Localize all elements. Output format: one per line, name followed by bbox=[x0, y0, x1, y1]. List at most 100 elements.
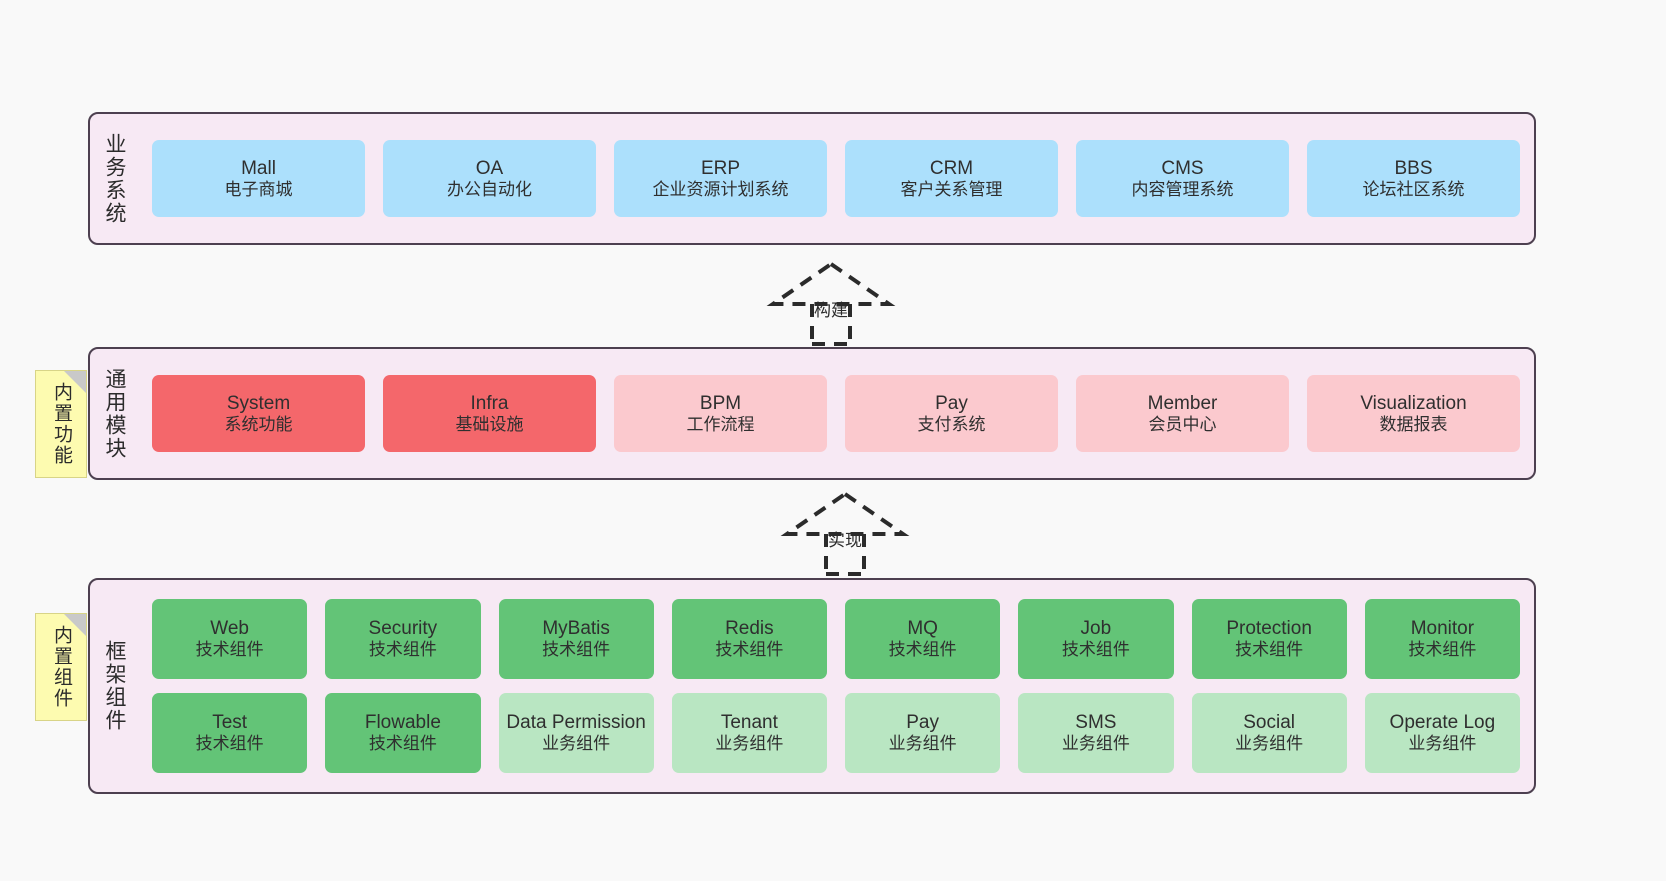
framework-card-monitor[interactable]: Monitor 技术组件 bbox=[1364, 599, 1520, 679]
module-card-infra[interactable]: Infra 基础设施 bbox=[383, 375, 596, 452]
card-name: Infra bbox=[470, 392, 509, 414]
layer-framework-title: 框架组件 bbox=[103, 640, 127, 732]
card-desc: 工作流程 bbox=[686, 414, 755, 434]
framework-card-mq[interactable]: MQ 技术组件 bbox=[845, 599, 1001, 679]
card-name: Mall bbox=[241, 157, 276, 179]
card-name: OA bbox=[475, 157, 504, 179]
business-card-erp[interactable]: ERP 企业资源计划系统 bbox=[614, 140, 827, 217]
card-desc: 技术组件 bbox=[195, 640, 264, 660]
business-card-crm[interactable]: CRM 客户关系管理 bbox=[845, 140, 1058, 217]
card-desc: 企业资源计划系统 bbox=[652, 179, 789, 199]
module-card-visualization[interactable]: Visualization 数据报表 bbox=[1307, 375, 1520, 452]
connector-implement-label: 实现 bbox=[828, 531, 862, 550]
framework-card-social[interactable]: Social 业务组件 bbox=[1191, 693, 1347, 773]
card-desc: 系统功能 bbox=[224, 414, 293, 434]
card-desc: 技术组件 bbox=[368, 734, 437, 754]
card-name: SMS bbox=[1075, 712, 1117, 734]
card-desc: 技术组件 bbox=[368, 640, 437, 660]
framework-card-redis[interactable]: Redis 技术组件 bbox=[671, 599, 827, 679]
business-row: Mall 电子商城 OA 办公自动化 ERP 企业资源计划系统 CRM 客户关系… bbox=[152, 140, 1520, 217]
layer-framework-body: Web 技术组件 Security 技术组件 MyBatis 技术组件 Redi… bbox=[138, 580, 1534, 792]
card-desc: 技术组件 bbox=[195, 734, 264, 754]
business-card-bbs[interactable]: BBS 论坛社区系统 bbox=[1307, 140, 1520, 217]
card-desc: 电子商城 bbox=[224, 179, 293, 199]
card-desc: 技术组件 bbox=[1408, 640, 1477, 660]
framework-card-protection[interactable]: Protection 技术组件 bbox=[1191, 599, 1347, 679]
card-name: Redis bbox=[725, 618, 774, 640]
card-name: Social bbox=[1243, 712, 1295, 734]
framework-row-tech: Web 技术组件 Security 技术组件 MyBatis 技术组件 Redi… bbox=[152, 599, 1520, 679]
card-name: Security bbox=[368, 618, 438, 640]
business-card-oa[interactable]: OA 办公自动化 bbox=[383, 140, 596, 217]
layer-modules-title: 通用模块 bbox=[103, 367, 127, 460]
card-desc: 技术组件 bbox=[1061, 640, 1130, 660]
framework-card-mybatis[interactable]: MyBatis 技术组件 bbox=[498, 599, 654, 679]
card-name: BBS bbox=[1394, 157, 1433, 179]
card-name: Visualization bbox=[1360, 392, 1467, 414]
card-desc: 会员中心 bbox=[1148, 414, 1217, 434]
business-card-mall[interactable]: Mall 电子商城 bbox=[152, 140, 365, 217]
framework-card-job[interactable]: Job 技术组件 bbox=[1018, 599, 1174, 679]
card-name: Member bbox=[1147, 392, 1218, 414]
generalization-arrow-icon bbox=[766, 261, 896, 346]
card-name: BPM bbox=[699, 392, 742, 414]
card-desc: 技术组件 bbox=[542, 640, 611, 660]
module-card-pay[interactable]: Pay 支付系统 bbox=[845, 375, 1058, 452]
card-name: MyBatis bbox=[542, 618, 610, 640]
layer-business-body: Mall 电子商城 OA 办公自动化 ERP 企业资源计划系统 CRM 客户关系… bbox=[138, 114, 1534, 243]
card-name: Test bbox=[212, 712, 248, 734]
card-desc: 支付系统 bbox=[917, 414, 986, 434]
card-desc: 办公自动化 bbox=[447, 179, 532, 199]
framework-card-data-permission[interactable]: Data Permission 业务组件 bbox=[498, 693, 654, 773]
card-name: Job bbox=[1080, 618, 1112, 640]
connector-implement-arrow: 实现 bbox=[770, 488, 920, 576]
framework-row-business: Test 技术组件 Flowable 技术组件 Data Permission … bbox=[152, 693, 1520, 773]
card-desc: 业务组件 bbox=[542, 734, 611, 754]
framework-card-security[interactable]: Security 技术组件 bbox=[325, 599, 481, 679]
module-card-member[interactable]: Member 会员中心 bbox=[1076, 375, 1289, 452]
card-desc: 论坛社区系统 bbox=[1362, 179, 1465, 199]
card-desc: 技术组件 bbox=[888, 640, 957, 660]
generalization-arrow-icon bbox=[780, 491, 910, 576]
layer-framework-components: 框架组件 Web 技术组件 Security 技术组件 MyBatis 技术组件… bbox=[88, 578, 1536, 794]
card-name: Pay bbox=[906, 712, 939, 734]
card-desc: 业务组件 bbox=[1235, 734, 1304, 754]
module-card-system[interactable]: System 系统功能 bbox=[152, 375, 365, 452]
note-label: 内置组件 bbox=[50, 625, 72, 709]
module-card-bpm[interactable]: BPM 工作流程 bbox=[614, 375, 827, 452]
layer-business-systems: 业务系统 Mall 电子商城 OA 办公自动化 ERP 企业资源计划系统 CRM… bbox=[88, 112, 1536, 245]
card-desc: 客户关系管理 bbox=[900, 179, 1003, 199]
note-builtin-functions: 内置功能 bbox=[35, 370, 87, 478]
card-desc: 数据报表 bbox=[1379, 414, 1448, 434]
card-name: Web bbox=[210, 618, 249, 640]
note-builtin-components: 内置组件 bbox=[35, 613, 87, 721]
card-desc: 技术组件 bbox=[715, 640, 784, 660]
framework-card-flowable[interactable]: Flowable 技术组件 bbox=[325, 693, 481, 773]
card-name: Protection bbox=[1226, 618, 1312, 640]
layer-business-title: 业务系统 bbox=[103, 132, 127, 225]
card-name: Tenant bbox=[720, 712, 778, 734]
card-desc: 基础设施 bbox=[455, 414, 524, 434]
card-name: CRM bbox=[929, 157, 974, 179]
card-desc: 业务组件 bbox=[1061, 734, 1130, 754]
modules-row: System 系统功能 Infra 基础设施 BPM 工作流程 Pay 支付系统… bbox=[152, 375, 1520, 452]
card-desc: 业务组件 bbox=[1408, 734, 1477, 754]
card-desc: 内容管理系统 bbox=[1131, 179, 1234, 199]
framework-card-test[interactable]: Test 技术组件 bbox=[152, 693, 308, 773]
framework-card-tenant[interactable]: Tenant 业务组件 bbox=[671, 693, 827, 773]
layer-common-modules: 通用模块 System 系统功能 Infra 基础设施 BPM 工作流程 Pay… bbox=[88, 347, 1536, 480]
card-name: CMS bbox=[1161, 157, 1204, 179]
note-label: 内置功能 bbox=[50, 382, 72, 466]
framework-card-sms[interactable]: SMS 业务组件 bbox=[1018, 693, 1174, 773]
layer-modules-body: System 系统功能 Infra 基础设施 BPM 工作流程 Pay 支付系统… bbox=[138, 349, 1534, 478]
framework-card-operate-log[interactable]: Operate Log 业务组件 bbox=[1364, 693, 1520, 773]
framework-card-pay[interactable]: Pay 业务组件 bbox=[845, 693, 1001, 773]
card-name: Operate Log bbox=[1389, 712, 1496, 734]
card-name: Data Permission bbox=[506, 712, 646, 734]
framework-card-web[interactable]: Web 技术组件 bbox=[152, 599, 308, 679]
business-card-cms[interactable]: CMS 内容管理系统 bbox=[1076, 140, 1289, 217]
card-name: Monitor bbox=[1410, 618, 1475, 640]
card-desc: 业务组件 bbox=[888, 734, 957, 754]
connector-build-label: 构建 bbox=[814, 301, 848, 320]
